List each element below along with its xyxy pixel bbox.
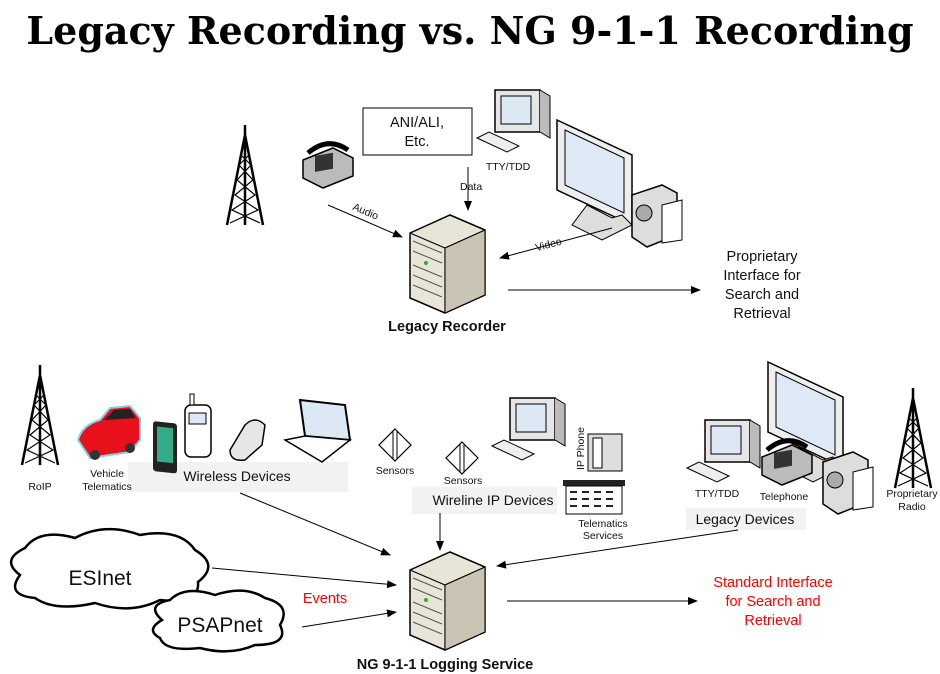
audio-arrow bbox=[327, 204, 403, 238]
svg-text:Retrieval: Retrieval bbox=[744, 613, 801, 629]
wireless-devices-label: Wireless Devices bbox=[183, 468, 290, 484]
legacy-tty-computer-icon bbox=[686, 419, 761, 483]
video-monitor-icon bbox=[556, 119, 633, 241]
ip-computer-icon bbox=[491, 397, 566, 461]
svg-text:Proprietary: Proprietary bbox=[727, 249, 799, 265]
legacy-recorder-server-icon bbox=[409, 214, 486, 314]
ip-phone-label: IP Phone bbox=[575, 427, 587, 470]
sensors-label: Sensors bbox=[376, 465, 415, 477]
telephone-label: Telephone bbox=[760, 491, 809, 503]
radio-tower-icon bbox=[225, 123, 265, 227]
esinet-arrow bbox=[211, 567, 397, 589]
svg-text:Standard Interface: Standard Interface bbox=[713, 575, 832, 591]
legacy-devices-label: Legacy Devices bbox=[696, 511, 795, 527]
telematics-building-icon bbox=[563, 480, 625, 515]
services-label: Services bbox=[583, 530, 623, 542]
telephone-icon bbox=[303, 144, 353, 188]
cell-phone-icon bbox=[184, 393, 212, 458]
telematics-services-label: Telematics bbox=[578, 518, 628, 530]
svg-text:for Search and: for Search and bbox=[725, 594, 820, 610]
legacy-camcorder-icon bbox=[822, 451, 874, 515]
svg-text:ESInet: ESInet bbox=[68, 567, 131, 590]
telematics-label: Telematics bbox=[82, 481, 132, 493]
car-icon bbox=[76, 404, 141, 460]
tty-computer-icon bbox=[476, 89, 551, 153]
wireline-ip-devices-label: Wireline IP Devices bbox=[432, 492, 553, 508]
sensor-icon bbox=[378, 428, 412, 462]
ani-ali-box: ANI/ALI, Etc. bbox=[362, 107, 473, 156]
audio-label: Audio bbox=[351, 201, 381, 223]
svg-text:ANI/ALI,: ANI/ALI, bbox=[390, 115, 444, 131]
legacy-tty-label: TTY/TDD bbox=[695, 488, 740, 500]
sensors-label-2: Sensors bbox=[444, 475, 483, 487]
ng-logging-server-icon bbox=[409, 551, 486, 651]
data-label: Data bbox=[460, 181, 482, 193]
proprietary-interface-text: Proprietary Interface for Search and Ret… bbox=[723, 249, 801, 322]
wireless-arrow bbox=[239, 492, 391, 556]
svg-text:Interface for: Interface for bbox=[723, 268, 801, 284]
esinet-cloud: ESInet bbox=[10, 527, 210, 610]
smartphone-icon bbox=[153, 421, 177, 474]
radio-label: Radio bbox=[898, 501, 926, 513]
legacy-devices-band bbox=[686, 508, 806, 530]
proprietary-radio-tower-icon bbox=[893, 386, 933, 490]
video-label: Video bbox=[534, 236, 563, 255]
svg-text:PSAPnet: PSAPnet bbox=[177, 614, 262, 637]
flip-phone-icon bbox=[229, 419, 266, 462]
laptop-icon bbox=[282, 398, 352, 463]
svg-text:Search and: Search and bbox=[725, 287, 799, 303]
svg-text:Etc.: Etc. bbox=[405, 134, 430, 150]
psapnet-arrow bbox=[301, 609, 397, 628]
legacy-devices-arrow bbox=[496, 529, 739, 569]
proprietary-label: Proprietary bbox=[886, 488, 938, 500]
page-title: Legacy Recording vs. NG 9-1-1 Recording bbox=[26, 8, 913, 53]
legacy-telephone-icon bbox=[762, 441, 812, 485]
roip-label: RoIP bbox=[28, 481, 51, 493]
legacy-recorder-label: Legacy Recorder bbox=[388, 319, 506, 335]
tty-label: TTY/TDD bbox=[486, 161, 531, 173]
wireline-devices-band bbox=[412, 487, 557, 514]
vehicle-label: Vehicle bbox=[90, 468, 124, 480]
camcorder-icon bbox=[631, 184, 683, 248]
ng-logging-service-label: NG 9-1-1 Logging Service bbox=[357, 657, 533, 673]
roip-tower-icon bbox=[20, 363, 60, 467]
svg-text:Retrieval: Retrieval bbox=[733, 306, 790, 322]
ip-phone-icon bbox=[587, 433, 623, 472]
standard-interface-text: Standard Interface for Search and Retrie… bbox=[713, 575, 832, 629]
events-label: Events bbox=[303, 591, 347, 607]
video-arrow bbox=[499, 227, 613, 260]
sensor-icon-2 bbox=[445, 441, 479, 475]
psapnet-cloud: PSAPnet bbox=[151, 589, 285, 653]
